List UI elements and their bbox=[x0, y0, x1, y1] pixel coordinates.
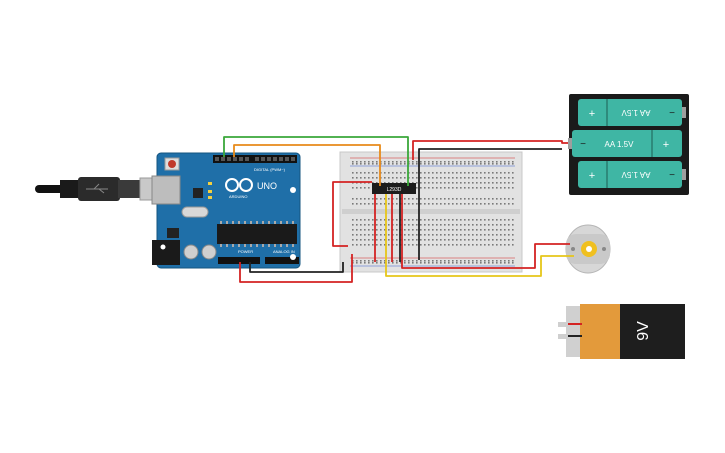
atmega-pins bbox=[220, 221, 294, 247]
power-jack bbox=[152, 240, 180, 265]
motor-terminal bbox=[602, 247, 606, 251]
arduino-uno-board[interactable]: DIGITAL (PWM~) POWER ANALOG IN UNO ARDUI… bbox=[151, 152, 301, 269]
cell-2-minus: − bbox=[580, 139, 586, 150]
arduino-infinity-icon bbox=[225, 178, 253, 192]
wire-arduino-gnd[interactable] bbox=[249, 262, 344, 273]
reset-button-cap bbox=[168, 160, 176, 168]
wire-battery-red[interactable] bbox=[412, 140, 568, 160]
wire-battery-black[interactable] bbox=[418, 148, 562, 260]
aa-cell-2: − + AA 1.5V bbox=[568, 130, 682, 157]
usb-cable[interactable] bbox=[35, 177, 163, 201]
9v-terminals bbox=[558, 322, 582, 339]
capacitor-2 bbox=[201, 244, 217, 260]
usb-icon bbox=[86, 183, 108, 194]
cell-3-label: AA 1.5V bbox=[621, 170, 651, 179]
wire-orange[interactable] bbox=[233, 144, 381, 186]
wire-red-rail[interactable] bbox=[332, 181, 372, 247]
cell-2-plus: + bbox=[663, 139, 669, 151]
aa-battery-pack[interactable]: + − AA 1.5V − + AA 1.5V + − AA 1.5V bbox=[568, 94, 689, 195]
led-tx bbox=[208, 190, 212, 193]
cell-1-minus: − bbox=[669, 108, 675, 119]
motor-terminal bbox=[571, 247, 575, 251]
chip-label: L293D bbox=[387, 187, 402, 193]
analog-label: ANALOG IN bbox=[273, 249, 295, 254]
usb-chip bbox=[193, 188, 203, 198]
cell-2-label: AA 1.5V bbox=[605, 140, 635, 149]
regulator bbox=[167, 228, 179, 238]
wire-chip-yellow[interactable] bbox=[385, 194, 574, 277]
power-label: POWER bbox=[238, 249, 253, 254]
9v-label: 9V bbox=[635, 321, 652, 341]
l293d-chip[interactable] bbox=[372, 183, 416, 194]
crystal bbox=[181, 206, 209, 218]
cell-1-label: AA 1.5V bbox=[621, 108, 651, 117]
cell-3-plus: + bbox=[589, 170, 595, 182]
cell-1-plus: + bbox=[589, 108, 595, 120]
motor-shaft bbox=[586, 246, 592, 252]
analog-header[interactable] bbox=[265, 257, 299, 264]
mount-hole bbox=[160, 244, 166, 250]
wire-green[interactable] bbox=[223, 136, 409, 186]
power-header[interactable] bbox=[218, 257, 260, 264]
wire-arduino-5v[interactable] bbox=[239, 254, 353, 283]
wire-motor-red[interactable] bbox=[401, 194, 570, 269]
aa-cell-1: + − AA 1.5V bbox=[578, 99, 686, 126]
mount-hole bbox=[290, 254, 296, 260]
digital-header-pins bbox=[215, 157, 295, 161]
uno-logo-text: UNO bbox=[257, 181, 277, 191]
cell-3-minus: − bbox=[669, 170, 675, 181]
arduino-brand-text: ARDUINO bbox=[229, 194, 247, 199]
mount-hole bbox=[290, 187, 296, 193]
led-rx bbox=[208, 196, 212, 199]
dc-motor[interactable] bbox=[565, 224, 611, 274]
breadboard-center-gap bbox=[342, 209, 520, 214]
capacitor-1 bbox=[183, 244, 199, 260]
wires[interactable] bbox=[223, 136, 574, 283]
digital-label: DIGITAL (PWM~) bbox=[254, 167, 286, 172]
nine-volt-battery[interactable]: 9V bbox=[558, 304, 685, 359]
breadboard[interactable]: L293D bbox=[339, 151, 523, 273]
aa-cell-3: + − AA 1.5V bbox=[578, 161, 686, 188]
atmega-chip bbox=[217, 224, 297, 244]
led-l bbox=[208, 182, 212, 185]
usb-jack bbox=[151, 175, 181, 205]
